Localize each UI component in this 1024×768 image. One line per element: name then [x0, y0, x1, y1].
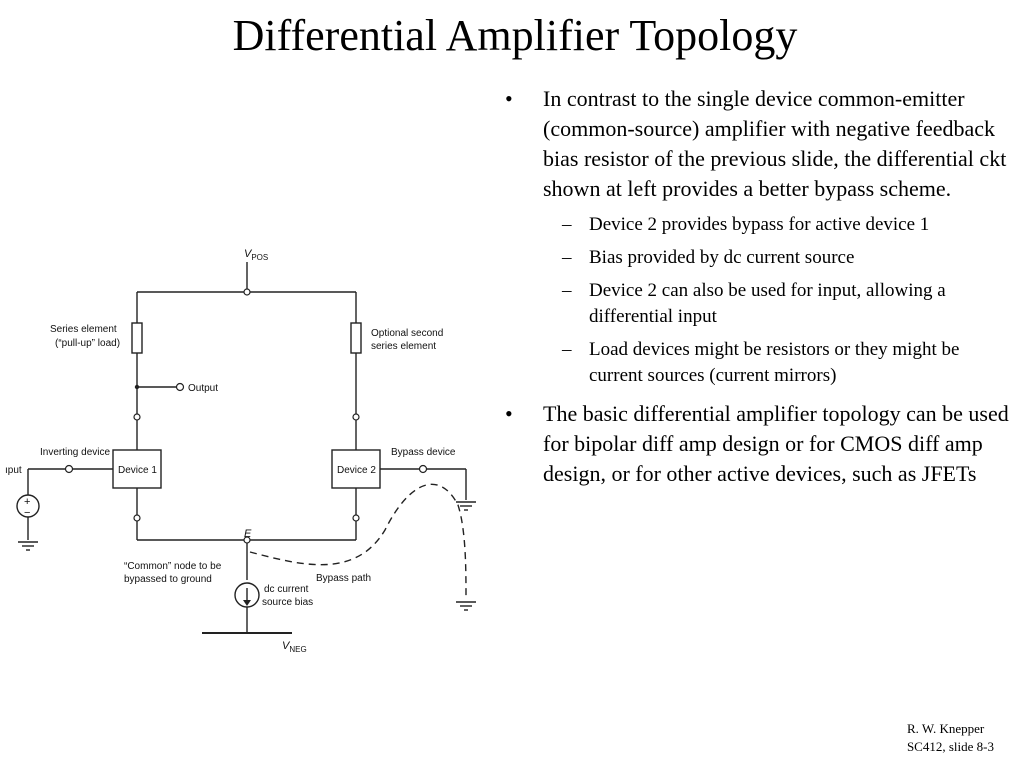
vneg-label: VNEG — [282, 640, 307, 654]
slide-footer: R. W. Knepper SC412, slide 8-3 — [907, 720, 994, 756]
common-node-e — [243, 536, 251, 544]
sub-bullet-item: – Load devices might be resistors or the… — [505, 337, 1015, 389]
series-element-label-line2: (“pull-up” load) — [55, 338, 120, 349]
bypass-terminal — [418, 464, 428, 474]
sub-bullet-item: – Device 2 can also be used for input, a… — [505, 278, 1015, 330]
sub-bullet-text: Device 2 provides bypass for active devi… — [589, 214, 930, 235]
slide-title: Differential Amplifier Topology — [232, 11, 798, 60]
bullet-text: The basic differential amplifier topolog… — [543, 401, 1009, 486]
series-element-label-line1: Series element — [50, 324, 117, 335]
differential-amplifier-circuit-diagram: VPOS Series element (“pull-up” load) Opt… — [5, 248, 476, 654]
input-label: ıput — [5, 465, 22, 476]
sub-bullet-item: – Device 2 provides bypass for active de… — [505, 212, 1015, 238]
plus-sign: + — [24, 496, 30, 508]
bullet-list: • In contrast to the single device commo… — [505, 84, 1015, 497]
sub-bullet-mark: – — [562, 247, 572, 268]
footer-slide-number: SC412, slide 8-3 — [906, 739, 994, 754]
common-node-label-line1: “Common” node to be — [124, 561, 222, 572]
sub-bullet-text: Bias provided by dc current source — [589, 247, 855, 268]
vpos-label: VPOS — [244, 248, 268, 262]
common-node-label-line2: bypassed to ground — [124, 574, 212, 585]
minus-sign: − — [24, 507, 30, 519]
output-label: Output — [188, 383, 218, 394]
dc-source-label-line2: source bias — [262, 597, 313, 608]
bypass-path-label: Bypass path — [316, 573, 371, 584]
optional-second-label-line2: series element — [371, 341, 436, 352]
footer-author: R. W. Knepper — [906, 721, 985, 736]
sub-bullet-mark: – — [562, 339, 572, 360]
sub-bullet-list: – Device 2 provides bypass for active de… — [505, 212, 1015, 389]
input-terminal — [64, 464, 74, 474]
device1-label: Device 1 — [118, 465, 157, 476]
optional-second-label-line1: Optional second — [371, 328, 443, 339]
optional-series-resistor — [350, 322, 362, 354]
sub-bullet-mark: – — [562, 280, 572, 301]
bypass-path-curve — [249, 483, 467, 599]
dc-source-label-line1: dc current — [264, 584, 309, 595]
bullet-item: • The basic differential amplifier topol… — [505, 399, 1015, 489]
device2-label: Device 2 — [337, 465, 376, 476]
bypass-device-label: Bypass device — [391, 447, 456, 458]
bullet-text: In contrast to the single device common-… — [543, 86, 1007, 201]
sub-bullet-mark: – — [562, 214, 572, 235]
bullet-item: • In contrast to the single device commo… — [505, 84, 1015, 204]
bullet-mark: • — [505, 86, 513, 111]
series-element-resistor — [131, 322, 143, 354]
output-terminal — [175, 382, 185, 392]
sub-bullet-text: Load devices might be resistors or they … — [589, 339, 960, 386]
sub-bullet-item: – Bias provided by dc current source — [505, 245, 1015, 271]
inverting-device-label: Inverting device — [40, 447, 110, 458]
node-e-label: E — [244, 528, 252, 540]
sub-bullet-text: Device 2 can also be used for input, all… — [589, 280, 946, 327]
bullet-mark: • — [505, 401, 513, 426]
